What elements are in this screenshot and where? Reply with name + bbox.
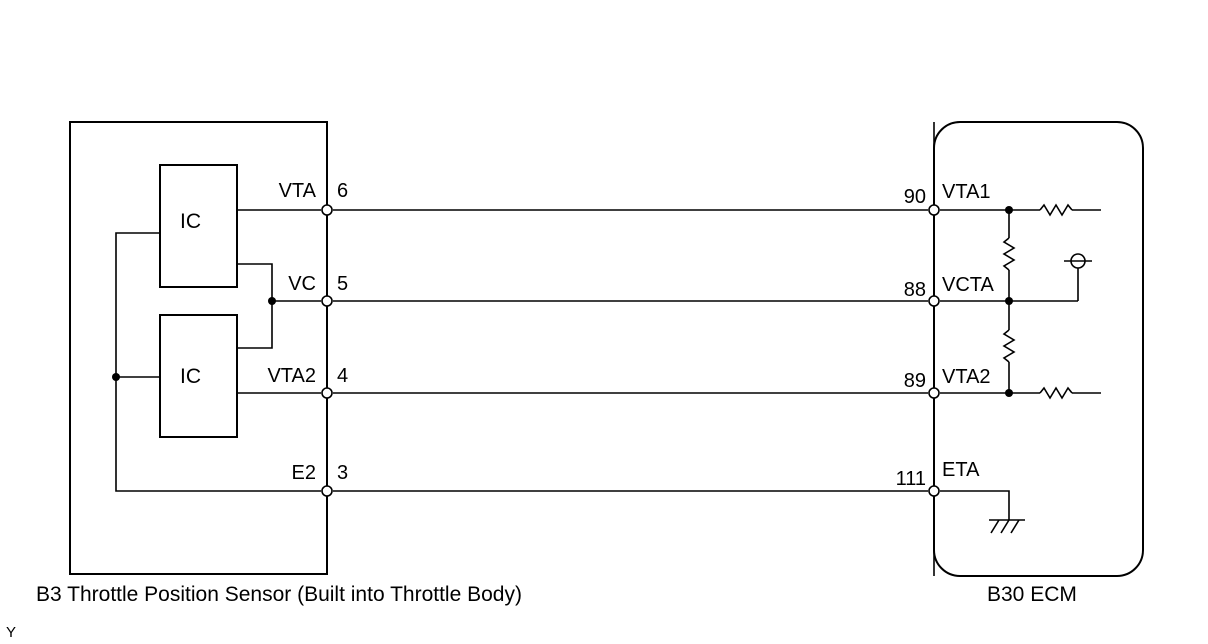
sensor-terminal [321, 204, 333, 216]
corner-mark: Y [6, 624, 16, 641]
sensor-signal-vta: VTA [279, 180, 317, 202]
sensor-caption: B3 Throttle Position Sensor (Built into … [36, 583, 522, 606]
ecm-pin-vcta: 88 [904, 279, 926, 301]
sensor-pin-e2: 3 [337, 462, 348, 484]
sensor-internal-wiring [115, 122, 328, 574]
sensor-pin-vta: 6 [337, 180, 348, 202]
ic-block-bottom [159, 314, 238, 438]
sensor-signal-vta2: VTA2 [267, 365, 316, 387]
sensor-terminal [321, 387, 333, 399]
ic-top-label: IC [180, 210, 201, 233]
sensor-signal-e2: E2 [292, 462, 316, 484]
junction-dot [1005, 389, 1013, 397]
ecm-terminal [928, 485, 940, 497]
sensor-terminal [321, 295, 333, 307]
junction-dot [1005, 297, 1013, 305]
ecm-signal-vta2: VTA2 [942, 366, 991, 388]
ecm-internal-wiring [933, 122, 1101, 576]
ecm-signal-vta1: VTA1 [942, 181, 991, 203]
ecm-terminal [928, 387, 940, 399]
junction-dot [268, 297, 276, 305]
ecm-pin-vta2: 89 [904, 370, 926, 392]
ecm-terminal [928, 295, 940, 307]
ecm-caption: B30 ECM [987, 583, 1077, 606]
sensor-pin-vc: 5 [337, 273, 348, 295]
ecm-terminal [928, 204, 940, 216]
ecm-pin-vta1: 90 [904, 186, 926, 208]
ecm-signal-vcta: VCTA [942, 274, 995, 296]
ic-block-top [159, 164, 238, 288]
junction-dot [1005, 206, 1013, 214]
sensor-pin-vta2: 4 [337, 365, 348, 387]
sensor-signal-vc: VC [288, 273, 316, 295]
vcc-supply-icon [1064, 253, 1092, 269]
sensor-terminal [321, 485, 333, 497]
ecm-signal-eta: ETA [942, 459, 980, 481]
ecm-pin-eta: 111 [896, 468, 926, 490]
harness-wires [333, 209, 928, 492]
ic-bottom-label: IC [180, 365, 201, 388]
junction-dot [112, 373, 120, 381]
